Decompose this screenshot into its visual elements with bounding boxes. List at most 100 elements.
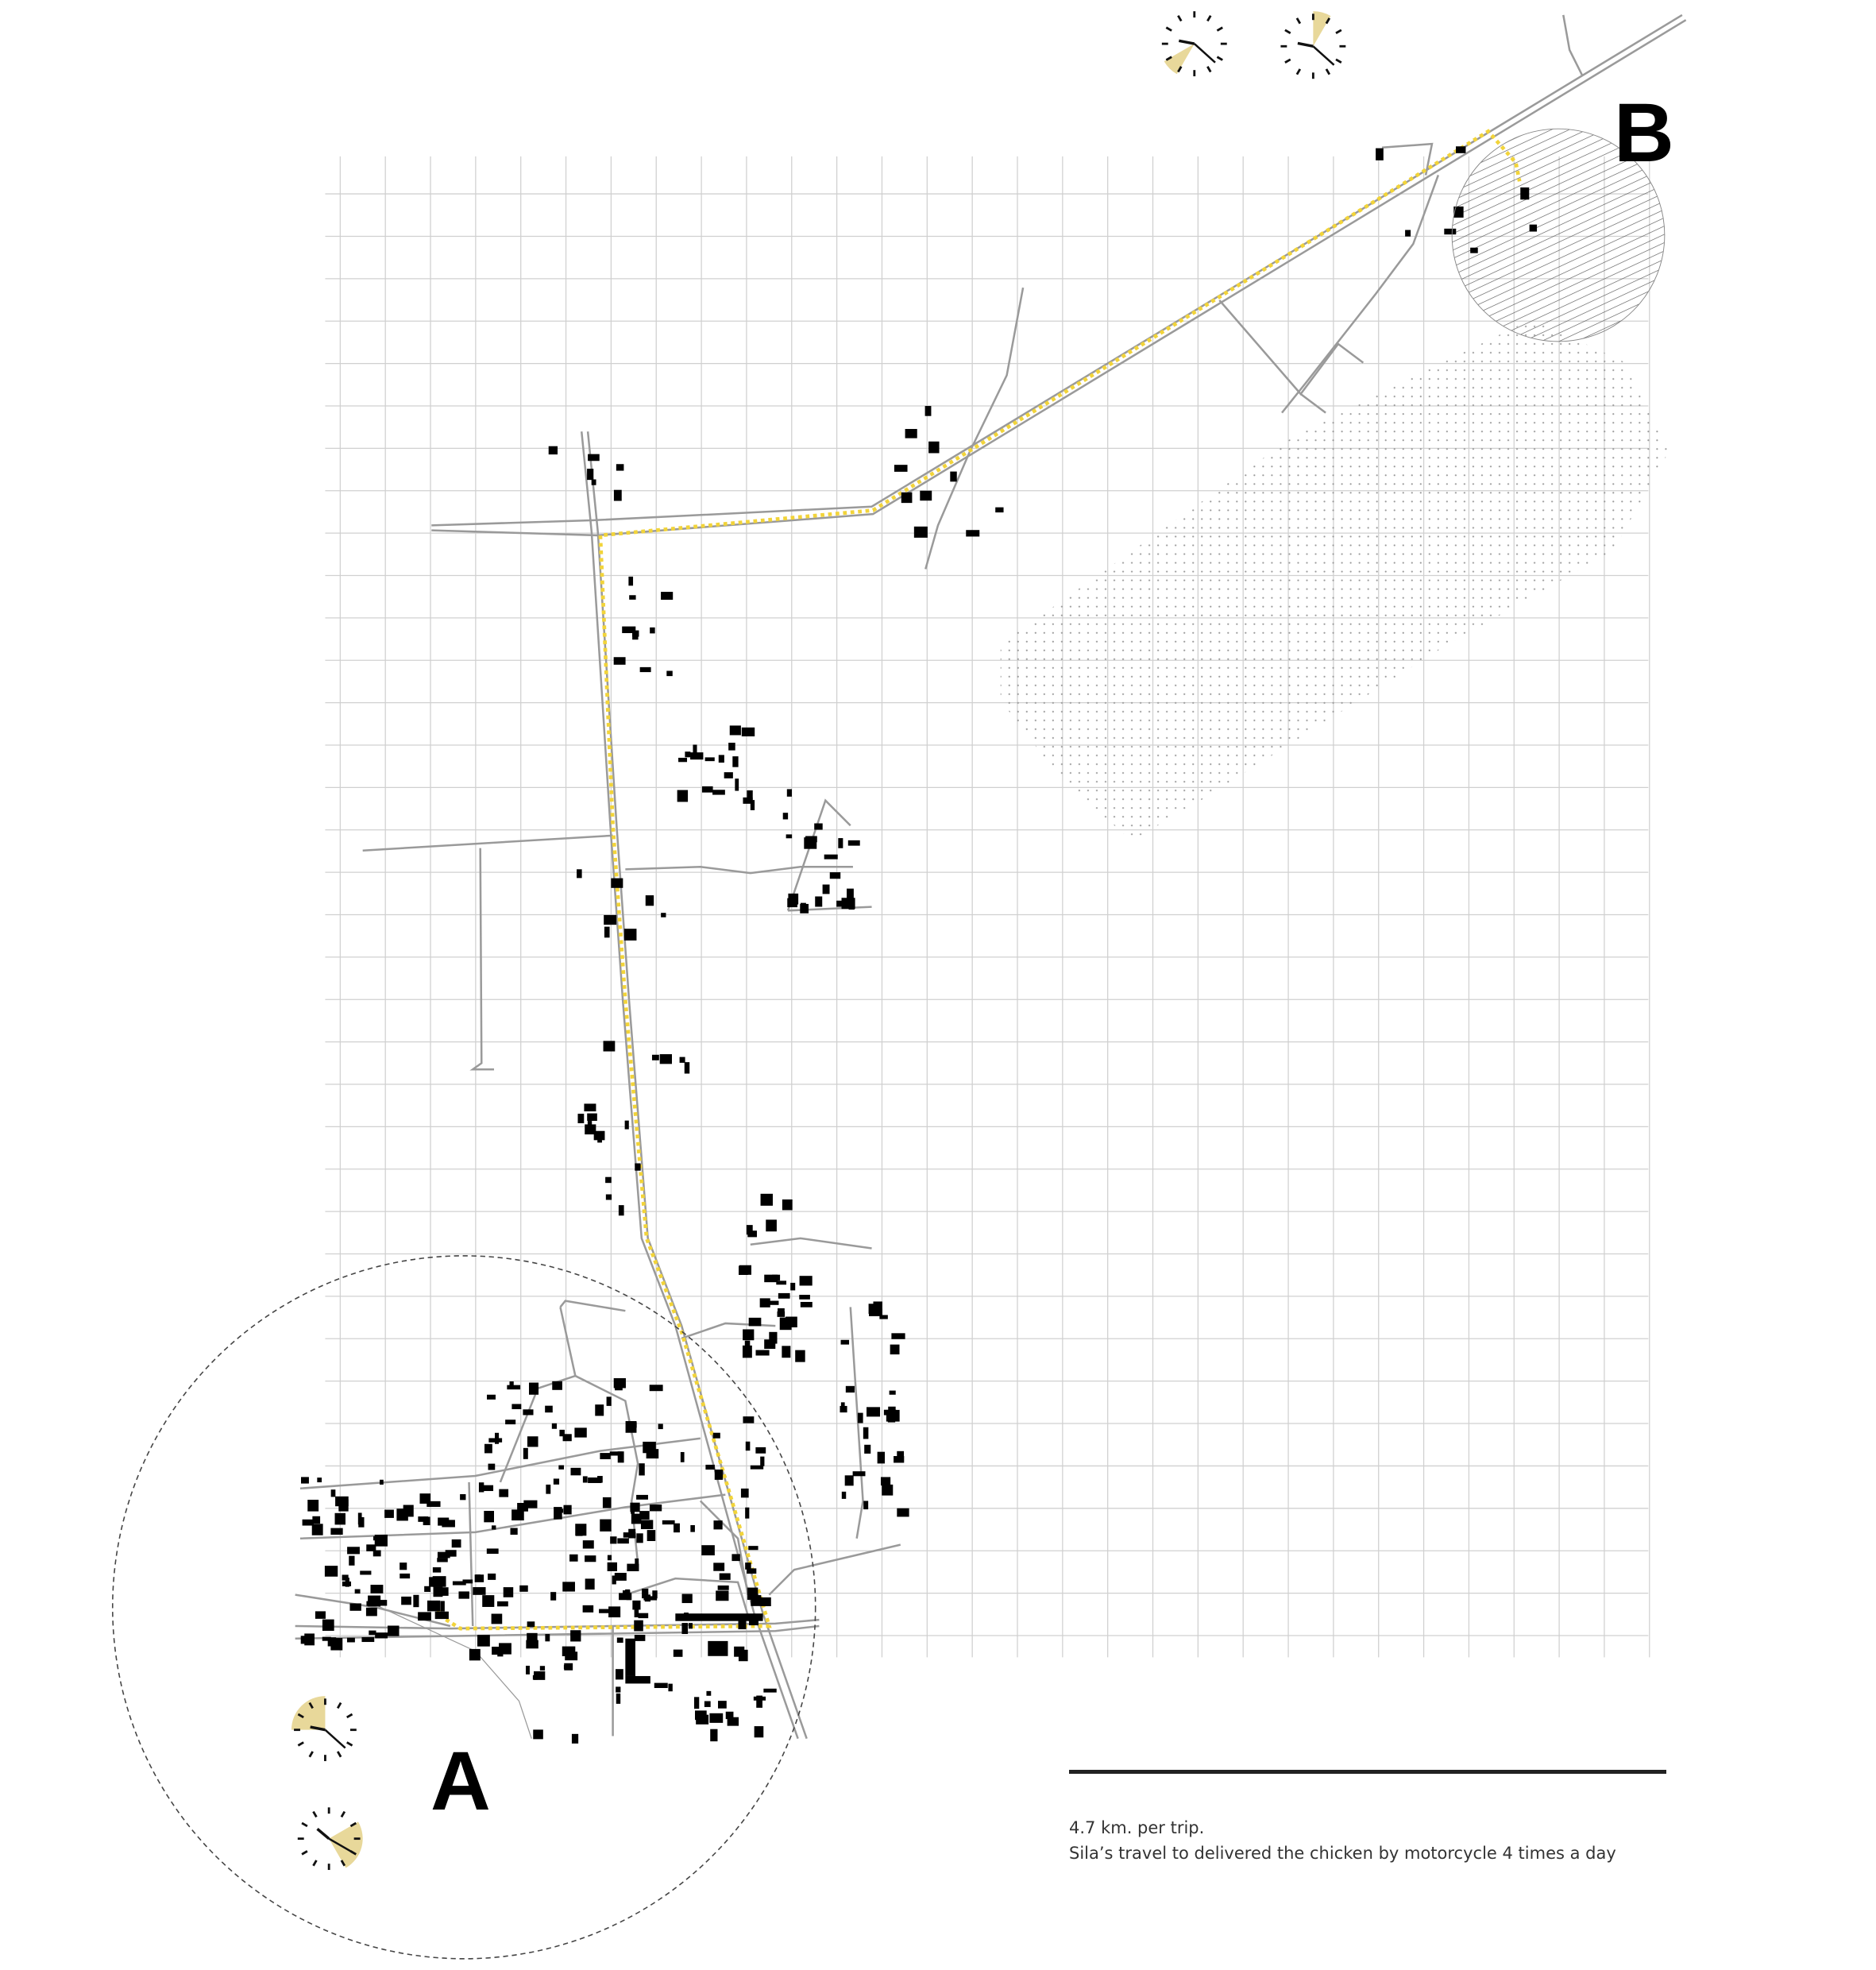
building <box>550 1592 557 1601</box>
building <box>748 1546 759 1551</box>
building <box>684 1062 690 1074</box>
building <box>852 1471 866 1477</box>
building <box>884 1484 891 1493</box>
building <box>857 1412 863 1423</box>
building <box>330 1638 343 1651</box>
building <box>582 1540 594 1549</box>
building <box>554 1507 562 1520</box>
building <box>905 429 917 438</box>
building <box>349 1555 355 1566</box>
building <box>713 1562 725 1571</box>
building <box>786 834 793 839</box>
building <box>863 1427 869 1439</box>
clock-tick <box>1206 66 1212 73</box>
building <box>487 1394 496 1400</box>
building <box>491 1613 503 1624</box>
clock-time-wedge <box>329 1821 363 1868</box>
building <box>616 1669 623 1680</box>
building <box>708 1640 728 1656</box>
building <box>760 1597 771 1607</box>
building <box>608 1606 621 1618</box>
building <box>523 1500 538 1508</box>
building <box>847 888 854 899</box>
building <box>688 1623 693 1629</box>
building <box>740 1488 749 1498</box>
building <box>748 1317 762 1327</box>
building <box>418 1516 427 1522</box>
building <box>776 1280 787 1285</box>
building <box>546 1484 551 1494</box>
area-b-boundary <box>1451 128 1666 342</box>
building <box>786 1316 797 1327</box>
building <box>322 1636 331 1641</box>
building <box>848 905 855 910</box>
building <box>375 1600 388 1606</box>
clock-tick <box>1284 58 1291 64</box>
building <box>685 751 691 758</box>
building <box>527 1621 535 1628</box>
building <box>705 1464 715 1470</box>
building <box>704 1701 711 1707</box>
building <box>804 837 817 849</box>
building <box>829 872 841 879</box>
building <box>662 1520 675 1525</box>
building <box>690 752 704 760</box>
building <box>680 1451 685 1462</box>
building <box>528 1382 539 1395</box>
building <box>562 1434 572 1442</box>
building <box>658 1423 663 1430</box>
building <box>366 1544 376 1551</box>
building <box>324 1566 338 1577</box>
building <box>452 1581 466 1586</box>
building <box>701 786 713 793</box>
building <box>1470 247 1478 253</box>
building <box>800 903 809 914</box>
building <box>616 1686 621 1693</box>
building <box>517 1502 528 1512</box>
building <box>545 1405 553 1413</box>
building <box>533 1729 543 1740</box>
building <box>616 464 624 471</box>
building <box>582 1476 588 1483</box>
building <box>750 1465 764 1470</box>
building <box>605 1176 612 1184</box>
building <box>745 1441 751 1451</box>
building <box>731 1554 740 1562</box>
building <box>770 1300 779 1305</box>
building <box>649 1385 663 1392</box>
building <box>847 840 860 846</box>
clock-tick <box>312 1810 318 1818</box>
building <box>322 1619 334 1632</box>
building <box>527 1632 538 1643</box>
building <box>604 926 610 938</box>
building <box>625 1675 650 1684</box>
building <box>618 1205 624 1216</box>
building <box>627 1563 639 1572</box>
building <box>630 1502 640 1512</box>
building <box>712 1432 720 1439</box>
building <box>419 1493 431 1504</box>
building <box>712 790 725 795</box>
clock-hour-hand <box>1297 41 1314 48</box>
building <box>388 1625 400 1636</box>
building <box>786 789 792 797</box>
building <box>616 1637 623 1644</box>
building <box>814 823 823 830</box>
building <box>595 1404 604 1416</box>
caption-text: Sila’s travel to delivered the chicken b… <box>1069 1844 1616 1863</box>
building <box>600 1519 612 1532</box>
building <box>701 1545 715 1556</box>
building <box>510 1528 518 1535</box>
building <box>585 1555 596 1562</box>
clock-hour-hand <box>316 1828 330 1840</box>
building <box>433 1586 443 1597</box>
clock-time-wedge <box>1313 11 1331 47</box>
building <box>585 1578 595 1590</box>
building <box>477 1635 490 1647</box>
building <box>588 1477 602 1483</box>
building <box>334 1512 345 1525</box>
clock-tick <box>1335 29 1342 34</box>
clock-tick <box>346 1713 353 1719</box>
building <box>423 1516 430 1526</box>
